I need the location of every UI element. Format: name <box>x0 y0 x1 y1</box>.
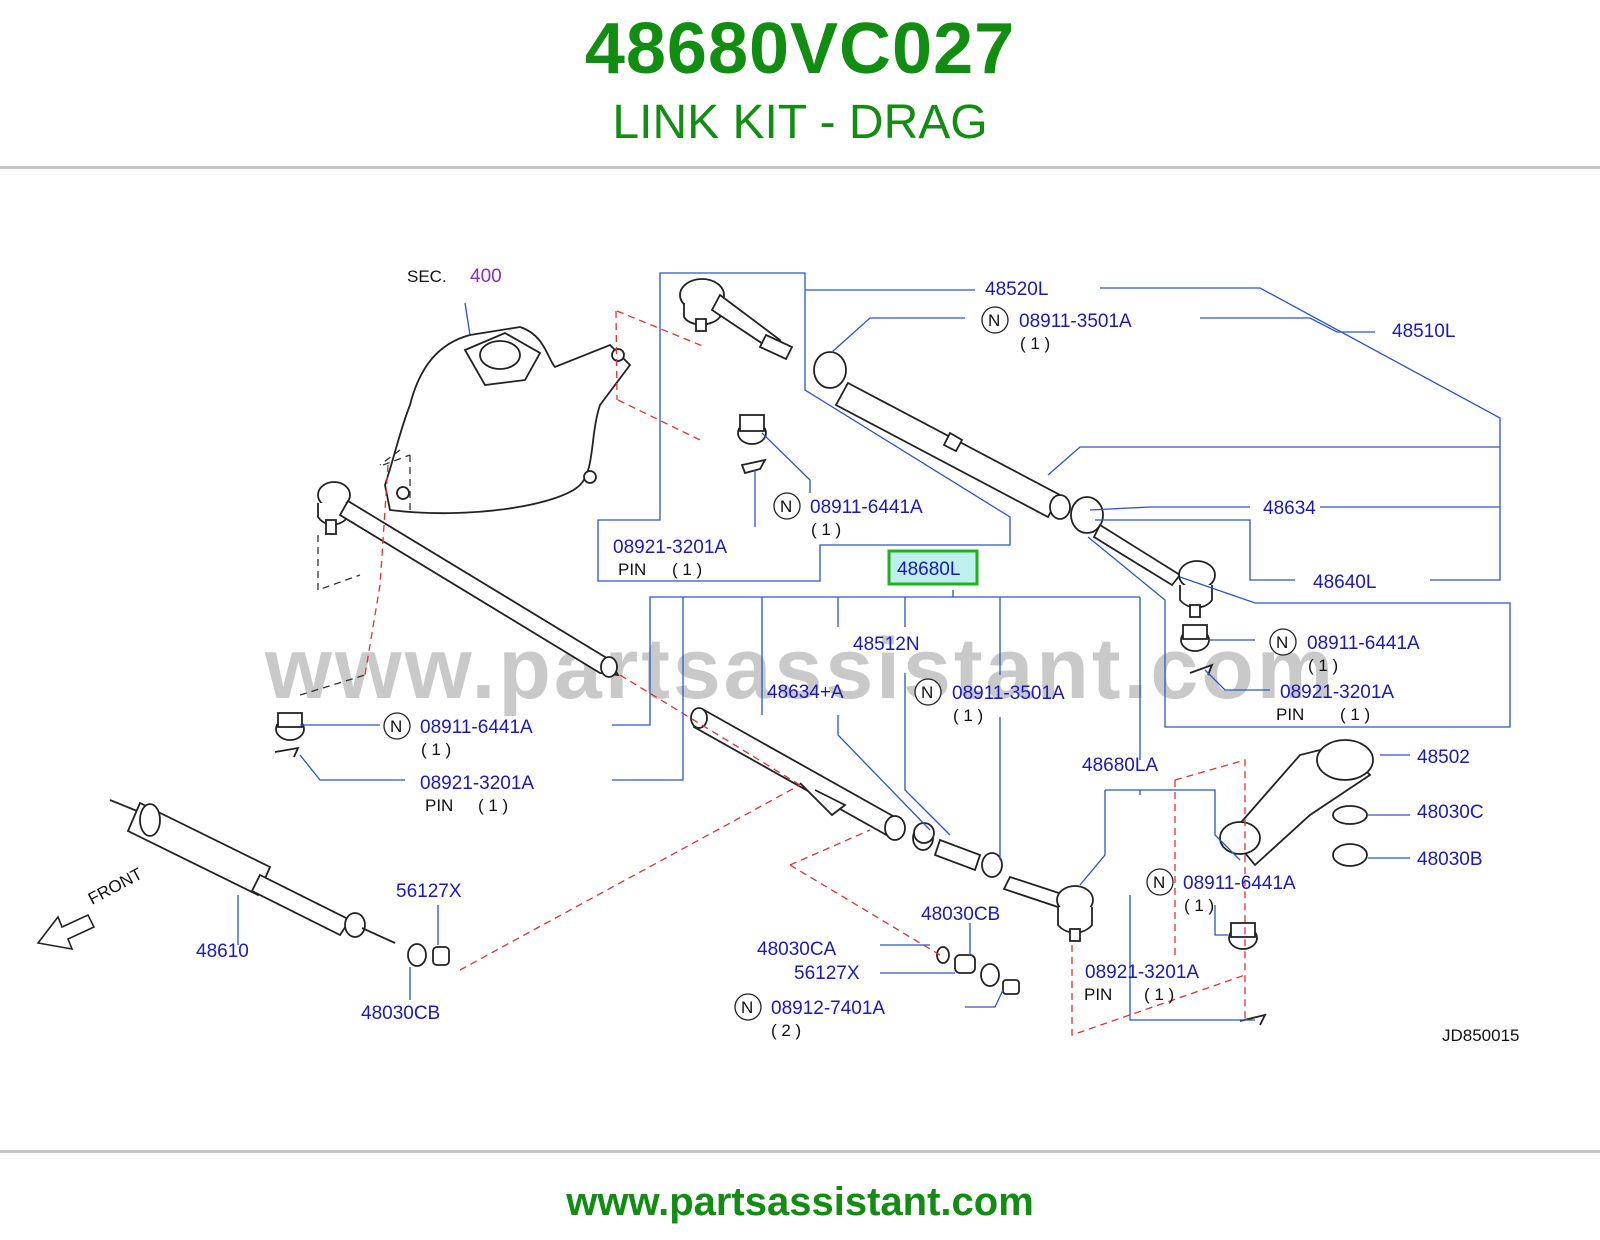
header-divider <box>0 166 1600 169</box>
quantity-text: ( 1 ) <box>811 520 841 539</box>
steering-gear-housing <box>384 326 632 515</box>
part-description: LINK KIT - DRAG <box>612 96 988 149</box>
part-label-48030CB-right[interactable]: 48030CB <box>921 904 1000 925</box>
quantity-text: ( 1 ) <box>421 740 451 759</box>
n-mark-icon <box>981 306 1009 334</box>
part-label-48030CB-left[interactable]: 48030CB <box>361 1003 440 1024</box>
quantity-text: ( 1 ) <box>1020 334 1050 353</box>
quantity-text: ( 1 ) <box>1308 656 1338 675</box>
part-label-48030CA[interactable]: 48030CA <box>757 939 837 960</box>
pin-callout-left[interactable]: 08921-3201A PIN ( 1 ) <box>420 773 534 815</box>
n-mark-text: N <box>988 311 1000 330</box>
part-label-08911-6441A[interactable]: 08911-6441A <box>810 497 923 518</box>
part-label-48520L[interactable]: 48520L <box>985 279 1048 300</box>
pin-callout-right[interactable]: 08921-3201A PIN ( 1 ) <box>1276 682 1394 724</box>
cotter-pin-3 <box>1189 663 1214 676</box>
pin-text: PIN <box>618 560 646 579</box>
pin-text: PIN <box>425 796 453 815</box>
part-label-56127X-upper[interactable]: 56127X <box>396 881 462 902</box>
n-mark-icon <box>914 678 942 706</box>
n-callout-08911-6441A-right[interactable]: N 08911-6441A ( 1 ) <box>1269 628 1420 675</box>
n-mark-text: N <box>741 998 753 1017</box>
part-label-48634[interactable]: 48634 <box>1263 498 1316 519</box>
castle-nut-2 <box>275 712 305 741</box>
parts-diagram: www.partsassistant.com <box>36 266 1520 1045</box>
part-label-08911-6441A[interactable]: 08911-6441A <box>420 717 533 738</box>
part-number-title: 48680VC027 <box>584 9 1016 89</box>
part-label-48030C[interactable]: 48030C <box>1417 802 1484 823</box>
n-mark-icon <box>383 712 411 740</box>
footer-divider <box>0 1150 1600 1153</box>
n-mark-icon <box>773 492 801 520</box>
part-label-48512N[interactable]: 48512N <box>853 634 920 655</box>
n-mark-text: N <box>390 717 402 736</box>
n-mark-icon <box>1269 628 1297 656</box>
part-label-48634-A[interactable]: 48634+A <box>767 682 844 703</box>
part-label-48640L[interactable]: 48640L <box>1313 572 1376 593</box>
watermark-text: www.partsassistant.com <box>264 621 1336 717</box>
n-callout-08911-3501A-mid[interactable]: N 08911-3501A ( 1 ) <box>914 678 1065 725</box>
diagram-code: JD850015 <box>1442 1026 1520 1045</box>
bushing-set-lower <box>936 946 1020 995</box>
part-label-08911-6441A[interactable]: 08911-6441A <box>1183 873 1296 894</box>
cotter-pin-2 <box>274 746 300 758</box>
pitman-arm-48502 <box>1219 739 1374 867</box>
sec-text: SEC. <box>407 267 447 286</box>
part-label-08921-3201A[interactable]: 08921-3201A <box>613 537 727 558</box>
part-label-48510L[interactable]: 48510L <box>1392 321 1455 342</box>
n-callout-08911-6441A-left[interactable]: N 08911-6441A ( 1 ) <box>383 712 533 759</box>
pin-callout-top-left[interactable]: 08921-3201A PIN ( 1 ) <box>613 537 727 579</box>
part-label-48030B[interactable]: 48030B <box>1417 849 1483 870</box>
cotter-pin-1 <box>740 458 767 475</box>
n-mark-text: N <box>1153 873 1165 892</box>
quantity-text: ( 2 ) <box>771 1021 801 1040</box>
adjusting-tube-48510L <box>813 351 1104 534</box>
quantity-text: ( 1 ) <box>478 796 508 815</box>
part-label-08911-3501A[interactable]: 08911-3501A <box>952 683 1065 704</box>
sec-number-link[interactable]: 400 <box>470 266 502 287</box>
part-label-08911-6441A[interactable]: 08911-6441A <box>1307 633 1420 654</box>
n-mark-text: N <box>1276 633 1288 652</box>
tie-rod-left <box>317 481 620 678</box>
part-label-48680LA[interactable]: 48680LA <box>1082 755 1158 776</box>
pin-text: PIN <box>1276 705 1304 724</box>
n-mark-icon <box>734 993 762 1021</box>
part-label-08921-3201A[interactable]: 08921-3201A <box>420 773 534 794</box>
castle-nut-4 <box>1228 922 1258 950</box>
front-label: FRONT <box>85 864 146 908</box>
highlight-box <box>887 549 979 586</box>
part-label-08912-7401A[interactable]: 08912-7401A <box>771 998 885 1019</box>
castle-nut-3 <box>1180 624 1210 652</box>
part-label-48610[interactable]: 48610 <box>196 941 249 962</box>
n-mark-icon <box>1146 868 1174 896</box>
n-mark-text: N <box>780 497 792 516</box>
drag-link-48680L <box>690 707 1094 942</box>
footer-url[interactable]: www.partsassistant.com <box>566 1180 1034 1224</box>
n-mark-text: N <box>921 683 933 702</box>
steering-damper-48610 <box>109 799 450 967</box>
part-label-48680L[interactable]: 48680L <box>897 559 960 580</box>
n-callout-08911-3501A-top[interactable]: N 08911-3501A ( 1 ) <box>981 306 1132 353</box>
tie-rod-end-right <box>1092 523 1216 618</box>
part-label-48502[interactable]: 48502 <box>1417 747 1470 768</box>
n-callout-08911-6441A-lower[interactable]: N 08911-6441A ( 1 ) <box>1146 868 1296 915</box>
n-callout-08912-7401A[interactable]: N 08912-7401A ( 2 ) <box>734 993 885 1040</box>
front-arrow-icon <box>36 913 96 951</box>
quantity-text: ( 1 ) <box>953 706 983 725</box>
pin-callout-lower[interactable]: 08921-3201A PIN ( 1 ) <box>1084 962 1199 1004</box>
tie-rod-end-upper <box>679 278 794 361</box>
part-label-08921-3201A[interactable]: 08921-3201A <box>1280 682 1394 703</box>
part-label-08911-3501A[interactable]: 08911-3501A <box>1019 311 1132 332</box>
lock-nut-mid <box>913 822 935 844</box>
quantity-text: ( 1 ) <box>1340 705 1370 724</box>
quantity-text: ( 1 ) <box>672 560 702 579</box>
quantity-text: ( 1 ) <box>1184 896 1214 915</box>
part-label-56127X-lower[interactable]: 56127X <box>794 963 860 984</box>
quantity-text: ( 1 ) <box>1144 985 1174 1004</box>
part-label-08921-3201A[interactable]: 08921-3201A <box>1085 962 1199 983</box>
n-callout-08911-6441A-top[interactable]: N 08911-6441A ( 1 ) <box>773 492 923 539</box>
pin-text: PIN <box>1084 985 1112 1004</box>
castle-nut-1 <box>737 414 767 445</box>
